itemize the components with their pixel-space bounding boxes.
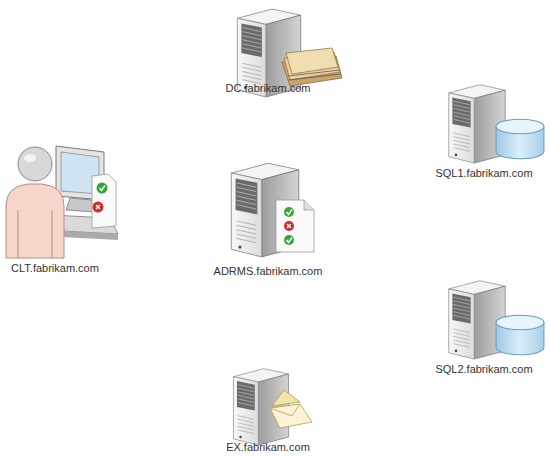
host-name: DC.fabrikam.com: [226, 82, 311, 95]
host-name: ADRMS.fabrikam.com: [214, 265, 323, 278]
host-label: SQL2.fabrikam.com: [433, 362, 534, 377]
host-name: SQL1.fabrikam.com: [435, 167, 532, 180]
host-label: EX.fabrikam.com: [224, 440, 312, 455]
host-name: SQL2.fabrikam.com: [435, 363, 532, 376]
host-label: DC.fabrikam.com: [224, 81, 313, 96]
host-label: ADRMS.fabrikam.com: [212, 264, 325, 279]
host-name: EX.fabrikam.com: [226, 441, 310, 454]
host-label: SQL1.fabrikam.com: [433, 166, 534, 181]
host-label: CLT.fabrikam.com: [9, 261, 101, 276]
host-name: CLT.fabrikam.com: [11, 262, 99, 275]
